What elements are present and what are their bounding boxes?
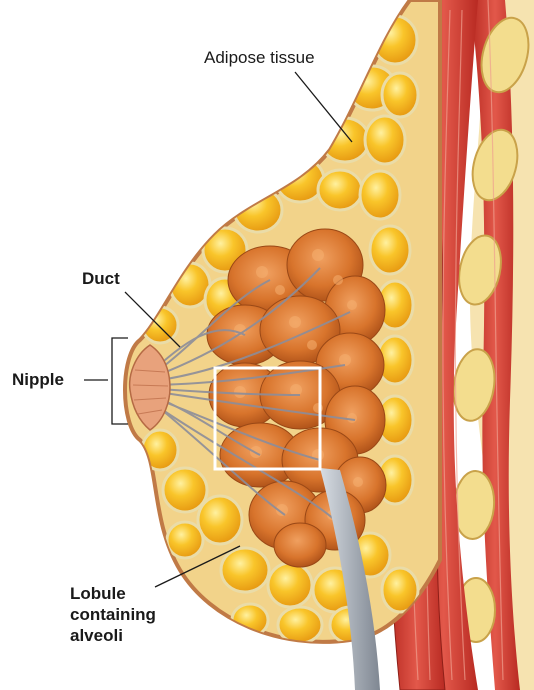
- adipose-leader: [295, 72, 352, 142]
- lobule-label-line1: Lobule: [70, 583, 156, 604]
- lobule-label-line2: containing: [70, 604, 156, 625]
- nipple-label: Nipple: [12, 369, 64, 390]
- adipose-tissue-label: Adipose tissue: [204, 48, 315, 68]
- duct-label: Duct: [82, 268, 120, 289]
- lobule-label-line3: alveoli: [70, 625, 156, 646]
- lobule-label: Lobule containing alveoli: [70, 583, 156, 646]
- breast-body: [125, 0, 440, 643]
